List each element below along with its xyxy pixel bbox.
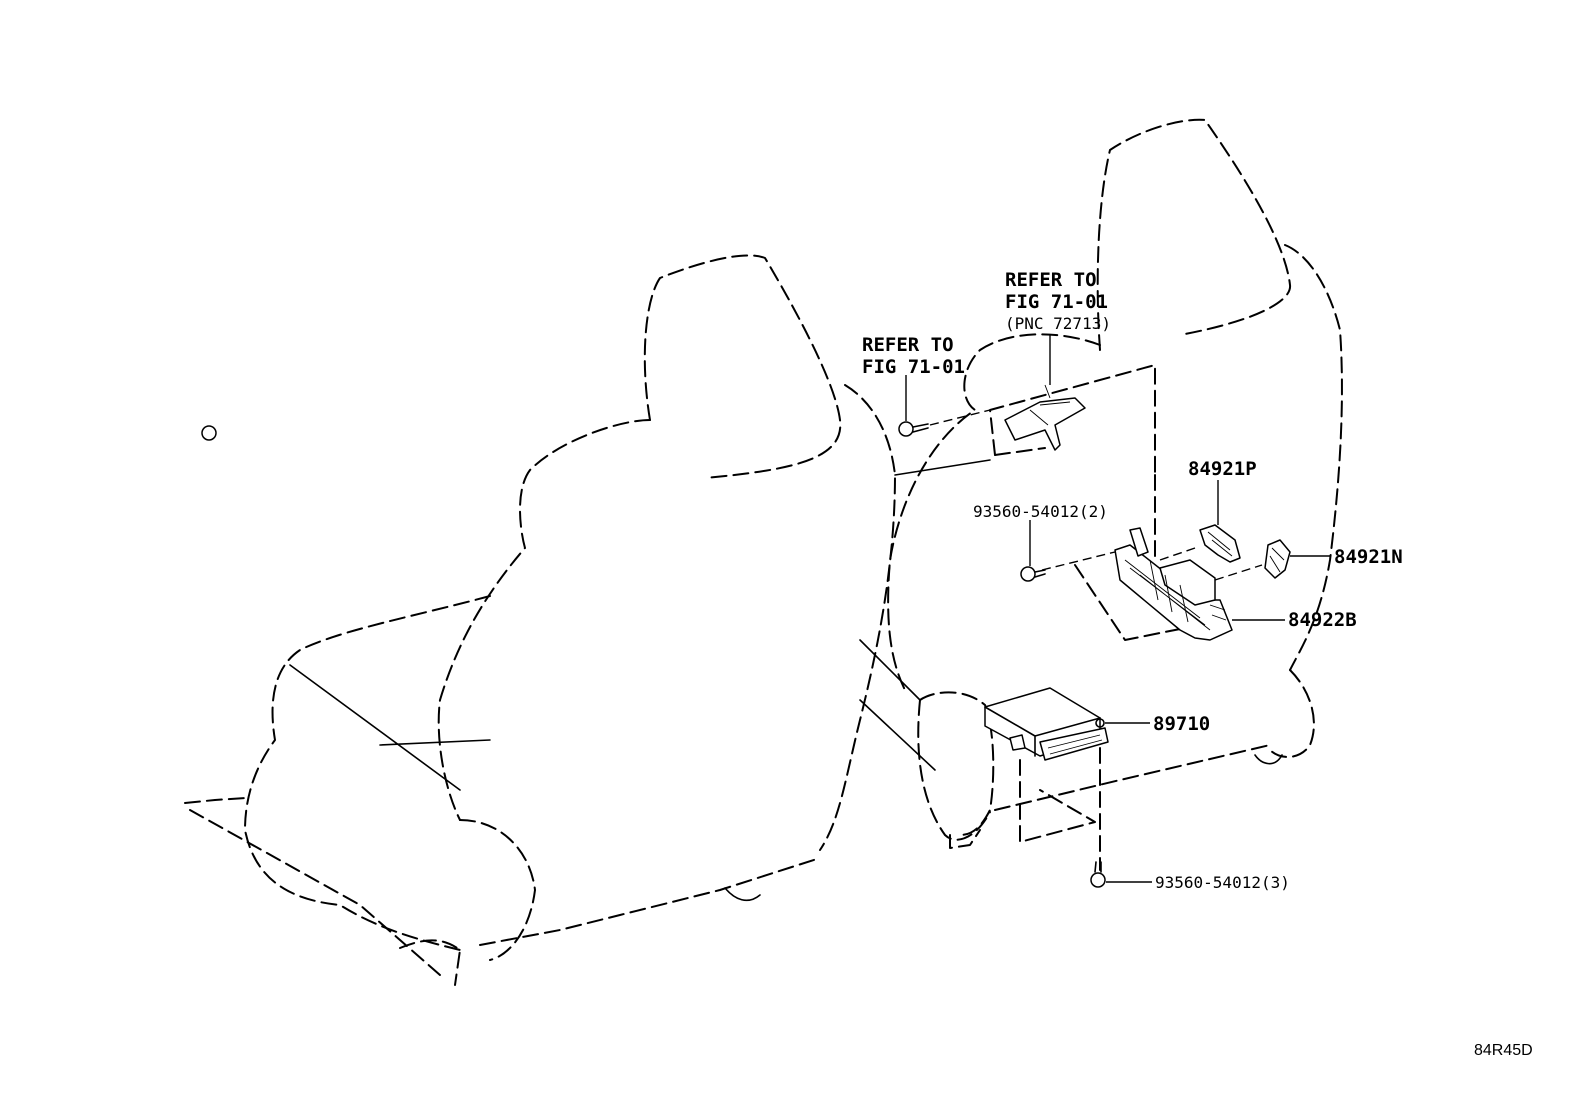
bolt-93560-upper [1020, 520, 1046, 582]
refer-top-line3: (PNC 72713) [1005, 314, 1111, 333]
bolt-93560-lower [1090, 861, 1152, 888]
ecu-89710 [984, 687, 1150, 871]
right-seat-outline [887, 118, 1343, 849]
refer-left-line1: REFER TO [862, 334, 954, 356]
part-label-84921p: 84921P [1188, 458, 1257, 480]
part-label-84921n: 84921N [1334, 546, 1403, 568]
cover-84921p [1159, 480, 1241, 563]
refer-top-line1: REFER TO [1005, 269, 1097, 291]
refer-top-line2: FIG 71-01 [1005, 291, 1108, 313]
left-seat-outline [184, 254, 991, 986]
bolt-label-upper: 93560-54012(2) [973, 502, 1108, 521]
upper-bracket [989, 335, 1156, 476]
part-label-89710: 89710 [1153, 713, 1210, 735]
bolt-upper-left [201, 425, 217, 441]
part-label-84922b: 84922B [1288, 609, 1357, 631]
diagram-code: 84R45D [1474, 1042, 1533, 1059]
bolt-label-lower: 93560-54012(3) [1155, 873, 1290, 892]
labels: REFER TO FIG 71-01 REFER TO FIG 71-01 (P… [862, 269, 1533, 1059]
sensor-bracket-84922b [1041, 474, 1285, 641]
refer-left-line2: FIG 71-01 [862, 356, 965, 378]
screw-upper-visible [898, 375, 991, 437]
cover-84921n [1264, 539, 1330, 579]
